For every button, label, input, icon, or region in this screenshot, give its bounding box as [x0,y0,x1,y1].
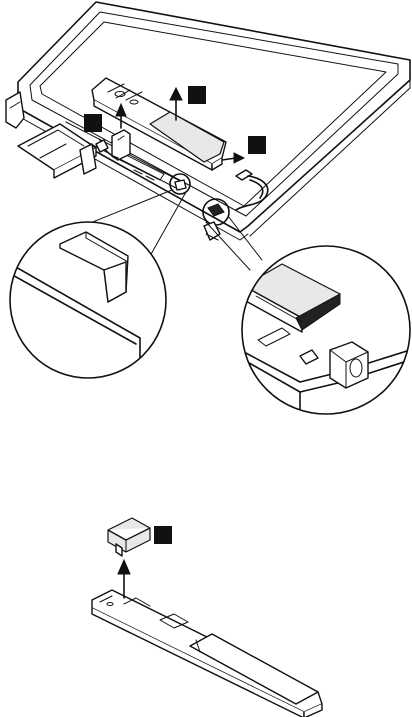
callout-1 [154,526,172,544]
hinge-bracket [18,124,96,178]
callout-4 [248,136,266,154]
lcd-bezel-frame [6,2,410,240]
inverter-board [92,590,322,717]
magnified-detail-left [0,222,166,400]
magnified-detail-right [242,246,410,420]
removed-clip-part [108,518,150,556]
disconnect-arrow [222,153,244,163]
callout-3 [188,86,206,104]
callout-2 [84,114,102,132]
cable-clip [96,130,130,160]
lift-arrow-lower [118,560,130,598]
